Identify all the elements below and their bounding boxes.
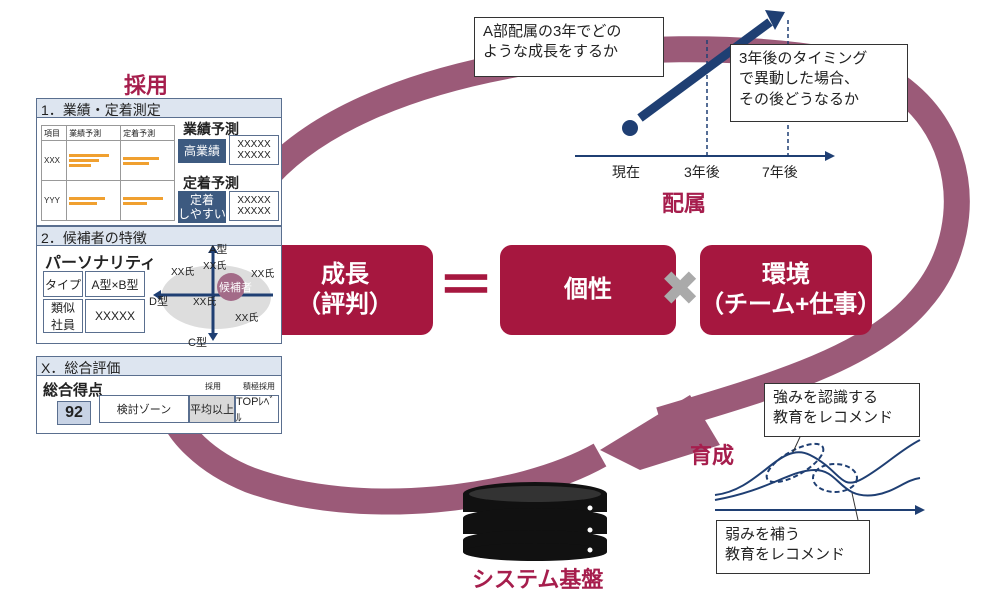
times-sign: ✖: [660, 263, 701, 316]
tick-now: 現在: [612, 164, 640, 180]
cycle-band: [249, 36, 970, 433]
ret-label-1: 定着: [189, 192, 214, 207]
th-item: 項目: [40, 125, 68, 141]
placement-label: 配属: [662, 191, 707, 216]
total-title: 総合得点: [43, 382, 104, 399]
weakness-line2: 教育をレコメンド: [725, 546, 846, 564]
callout-a-line2: ような成長をするか: [483, 43, 619, 61]
band-above-avg: 平均以上: [189, 395, 235, 423]
growth-sub: （評判）: [297, 291, 393, 318]
map-center: 候補者: [219, 282, 252, 294]
strength-line1: 強みを認識する: [773, 389, 879, 406]
personality-text: 個性: [564, 276, 612, 303]
callout-a-line1: A部配属の3年でどの: [483, 23, 622, 40]
weakness-line1: 弱みを補う: [725, 526, 801, 543]
row-xxx: XXX: [40, 140, 68, 181]
callout-growth-question: A部配属の3年でどの ような成長をするか: [474, 17, 664, 77]
total-score: 92: [57, 401, 91, 425]
environment-sub: （チーム+仕事）: [700, 291, 882, 318]
system-label: システム基盤: [472, 567, 604, 592]
perf-title: 業績予測: [183, 121, 239, 137]
prediction-table: 項目 業績予測 定着予測 XXX YYY: [40, 125, 175, 221]
cell-bars: [120, 140, 175, 181]
callout-transfer-question: 3年後のタイミング で異動した場合、 その後どうなるか: [730, 44, 908, 122]
recruit-label: 採用: [124, 73, 169, 98]
type-value: A型×B型: [85, 271, 145, 297]
ret-value: XXXXX XXXXX: [229, 191, 279, 221]
perf-value-1: XXXXX: [237, 139, 271, 150]
callout-strength: 強みを認識する 教育をレコメンド: [764, 383, 920, 437]
map-node: XX氏: [203, 261, 227, 272]
tick-7y: 7年後: [762, 164, 798, 180]
sec2-title: 2．候補者の特徴: [37, 227, 281, 246]
similar-label-2: 社員: [50, 318, 75, 332]
th-perf: 業績予測: [66, 125, 122, 141]
growth-text: 成長: [321, 261, 369, 288]
callout-b-line1: 3年後のタイミング: [739, 50, 868, 67]
environment-text: 環境: [762, 261, 810, 288]
environment-box: 環境 （チーム+仕事）: [700, 245, 882, 335]
growth-box: 成長 （評判）: [257, 245, 433, 335]
panel-performance: 1．業績・定着測定 項目 業績予測 定着予測 XXX YYY 業績予測 高業績 …: [36, 98, 282, 226]
type-label: タイプ: [43, 271, 83, 297]
panel-total: X．総合評価 総合得点 92 採用 積極採用 検討ゾーン 平均以上 TOPﾚﾍﾞ…: [36, 356, 282, 434]
callout-weakness: 弱みを補う 教育をレコメンド: [716, 520, 870, 574]
personality-title: パーソナリティ: [45, 255, 157, 272]
panel-characteristics: 2．候補者の特徴 パーソナリティ タイプ A型×B型 類似 社員 XXXXX A…: [36, 226, 282, 344]
tick-3y: 3年後: [684, 164, 720, 180]
band-top: TOPﾚﾍﾞﾙ: [235, 395, 279, 424]
cycle-arrowhead-right: [600, 395, 720, 470]
callout-b-line3: その後どうなるか: [739, 90, 860, 108]
axis-c: C型: [188, 337, 207, 349]
similar-value: XXXXX: [85, 299, 145, 333]
personality-box: 個性: [500, 245, 676, 335]
equals-sign: ＝: [438, 254, 494, 317]
perf-value: XXXXX XXXXX: [229, 135, 279, 165]
secx-title: X．総合評価: [37, 357, 281, 376]
similar-label: 類似 社員: [43, 299, 83, 333]
perf-value-2: XXXXX: [237, 150, 271, 161]
ret-label-2: しやすい: [178, 207, 226, 221]
map-node: XX氏: [251, 269, 275, 280]
database-icon: [463, 482, 607, 561]
th-ret: 定着予測: [120, 125, 175, 141]
ret-title: 定着予測: [183, 175, 239, 191]
row-yyy: YYY: [40, 180, 68, 221]
ret-label: 定着 しやすい: [178, 191, 226, 223]
perf-label: 高業績: [178, 139, 226, 163]
axis-a: A型: [209, 244, 228, 256]
map-node: XX氏: [235, 313, 259, 324]
band-review: 検討ゾーン: [99, 395, 189, 423]
cell-bars: [66, 140, 122, 181]
training-label: 育成: [690, 443, 735, 468]
axis-d: D型: [149, 296, 168, 308]
map-node: XX氏: [171, 267, 195, 278]
ret-value-1: XXXXX: [237, 195, 271, 206]
sec1-title: 1．業績・定着測定: [37, 99, 281, 118]
strength-line2: 教育をレコメンド: [773, 409, 894, 427]
similar-label-1: 類似: [50, 301, 75, 315]
cell-bars: [66, 180, 122, 221]
band-small-1: 採用: [205, 382, 221, 391]
map-node: XX氏: [193, 297, 217, 308]
personality-map: [153, 245, 273, 341]
band-small-2: 積極採用: [243, 382, 275, 391]
cell-bars: [120, 180, 175, 221]
callout-b-line2: で異動した場合、: [739, 70, 860, 88]
ret-value-2: XXXXX: [237, 206, 271, 217]
